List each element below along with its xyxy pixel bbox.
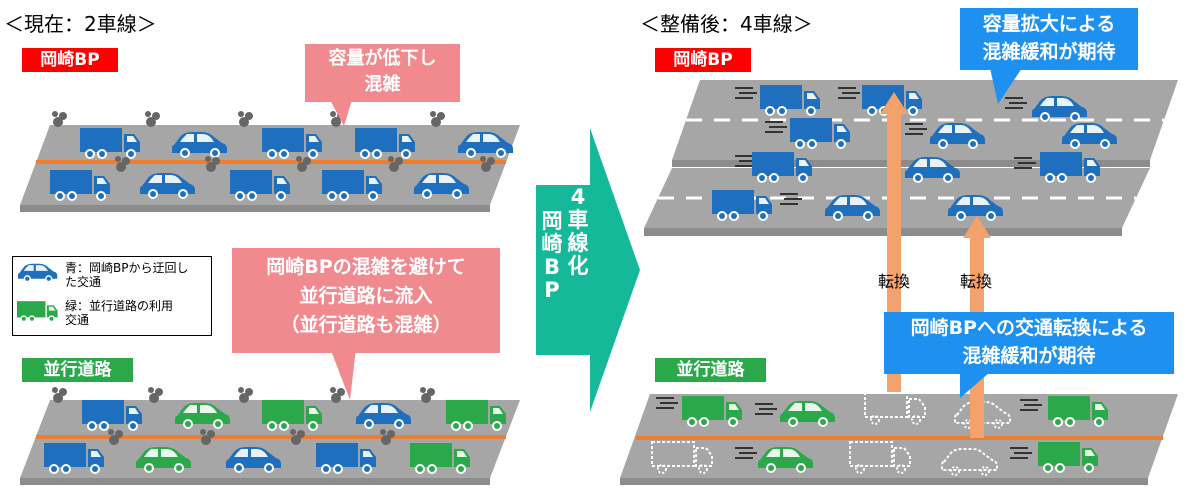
legend-car-icon	[18, 263, 58, 283]
callout-detour-line1: 岡崎BPの混雑を避けて	[266, 256, 466, 278]
callout-detour-line3: （並行道路も混雑）	[280, 314, 452, 336]
callout-traffic-shift: 岡崎BPへの交通転換による 混雑緩和が期待	[884, 312, 1174, 374]
callout-bottom-right-pointer	[960, 372, 990, 398]
legend-blue-line2: た交通	[65, 275, 102, 289]
convert-label-2: 転換	[960, 272, 993, 291]
legend-green-line2: 交通	[65, 313, 90, 327]
callout-expand-line2: 混雑緩和が期待	[982, 41, 1116, 63]
callout-expand-line1: 容量拡大による	[982, 13, 1116, 35]
convert-label-1: 転換	[878, 272, 911, 291]
legend-box: 青：岡崎BPから迂回し た交通 緑：並行道路の利用 交通	[12, 256, 212, 336]
transition-arrow	[536, 128, 640, 412]
right-okazaki-label: 岡崎BP	[655, 48, 751, 72]
callout-mid-left-pointer	[330, 348, 356, 400]
legend-truck-icon	[17, 301, 58, 323]
callout-capacity-expand: 容量拡大による 混雑緩和が期待	[960, 8, 1138, 70]
callout-detour: 岡崎BPの混雑を避けて 並行道路に流入 （並行道路も混雑）	[232, 248, 500, 353]
callout-capacity-drop: 容量が低下し 混雑	[305, 44, 460, 102]
left-okazaki-label: 岡崎BP	[22, 48, 118, 72]
callout-top-right-pointer	[990, 68, 1022, 104]
left-heading: ＜現在：2車線＞	[4, 12, 157, 36]
right-heading: ＜整備後：4車線＞	[640, 12, 813, 36]
callout-detour-line2: 並行道路に流入	[299, 285, 433, 307]
callout-shift-line2: 混雑緩和が期待	[962, 345, 1096, 367]
right-parallel-label: 並行道路	[655, 358, 766, 382]
callout-capacity-line1: 容量が低下し	[328, 48, 437, 69]
left-parallel-label: 並行道路	[22, 358, 133, 382]
callout-capacity-line2: 混雑	[364, 74, 401, 95]
callout-top-left-pointer	[330, 100, 352, 126]
callout-shift-line1: 岡崎BPへの交通転換による	[910, 317, 1148, 339]
legend-green-line1: 緑：並行道路の利用	[65, 299, 174, 313]
legend-blue-line1: 青：岡崎BPから迂回し	[65, 261, 189, 275]
